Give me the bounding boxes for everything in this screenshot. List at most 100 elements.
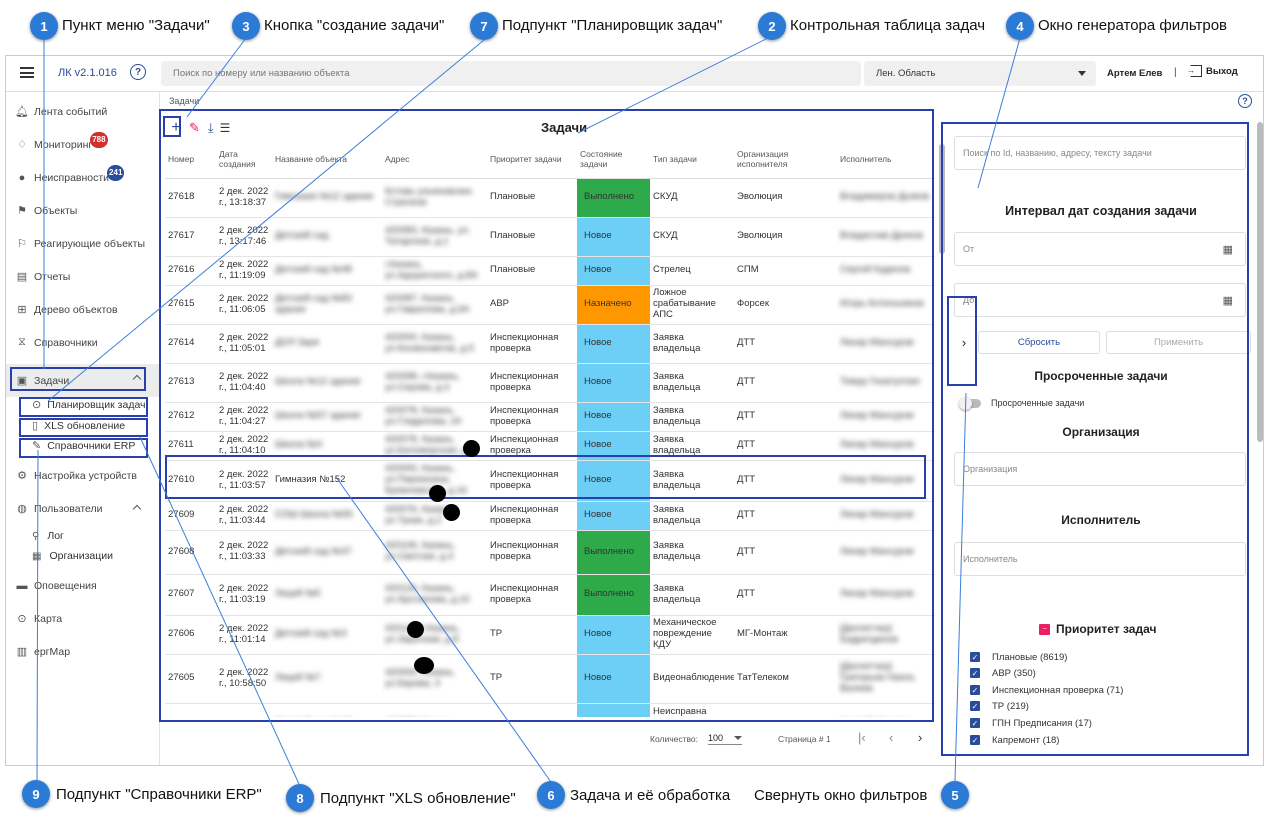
logout-label: Выход — [1206, 65, 1238, 77]
sidebar-item-ergmap[interactable]: ▥ергМар — [6, 635, 160, 668]
tree-icon: ⊞ — [17, 304, 27, 316]
column-header[interactable]: Тип задачи — [650, 142, 734, 179]
priority-checkbox-label: ТР (219) — [992, 701, 1029, 712]
help-circle-icon[interactable]: ? — [1238, 94, 1252, 108]
table-cell-num: 27604 — [165, 703, 216, 717]
edit-pencil-icon[interactable]: ✎ — [189, 120, 200, 135]
cell-text: Детский сад №83 здание — [275, 292, 352, 315]
priority-checkbox[interactable]: ✓ — [970, 701, 980, 711]
sidebar-item-directories[interactable]: ⧖Справочники — [6, 326, 160, 359]
cell-text: Линар Мансуров — [840, 509, 914, 521]
download-icon[interactable]: ⤓ — [207, 120, 214, 135]
priority-checkbox[interactable]: ✓ — [970, 735, 980, 745]
sidebar-subitem-erp[interactable]: ✎Справочники ERP — [32, 439, 135, 453]
priority-checkbox[interactable]: ✓ — [970, 685, 980, 695]
page-scrollbar[interactable] — [1257, 122, 1263, 442]
cell-text: Новое — [584, 410, 612, 422]
prev-page-icon[interactable]: ‹ — [889, 730, 894, 745]
sidebar-item-reports[interactable]: ▤Отчеты — [6, 260, 160, 293]
cell-text: 27610 — [168, 474, 195, 486]
sidebar-item-label: Реагирующие объекты — [34, 237, 145, 250]
priority-checkbox[interactable]: ✓ — [970, 652, 980, 662]
column-header[interactable]: Адрес — [382, 142, 487, 179]
reset-button[interactable]: Сбросить — [978, 331, 1100, 354]
sidebar-subitem-xls[interactable]: ▯XLS обновление — [32, 419, 125, 433]
sidebar-item-objects[interactable]: ⚑Объекты — [6, 194, 160, 227]
user-name[interactable]: Артем Елев — [1107, 68, 1163, 79]
priority-checkbox[interactable]: ✓ — [970, 668, 980, 678]
pager-count-select[interactable]: 100 — [708, 733, 742, 745]
apply-button[interactable]: Применить — [1106, 331, 1251, 354]
search-input[interactable]: Поиск по номеру или названию объекта — [161, 61, 861, 86]
collapse-filters-button[interactable]: › — [961, 334, 967, 350]
table-cell-obj: Лицей №5 — [272, 574, 382, 616]
table-cell-state: Новое — [577, 615, 650, 655]
logout-button[interactable]: → Выход — [1187, 65, 1238, 77]
table-row[interactable]: 276042 дек. 2022Детский сад №40420085, К… — [165, 703, 935, 717]
column-header[interactable]: Состояние задачи — [577, 142, 650, 179]
sidebar-item-responders[interactable]: ⚐Реагирующие объекты — [6, 227, 160, 260]
toolbar: + ✎ ⤓ ☰ — [167, 118, 230, 138]
column-header[interactable]: Организация исполнителя — [734, 142, 837, 179]
cell-text: Инспекционная проверка — [490, 370, 559, 393]
cell-text: ДТТ — [737, 545, 756, 557]
column-header[interactable]: Дата создания — [216, 142, 272, 179]
cell-text: СКУД — [653, 191, 678, 203]
priority-master-checkbox[interactable]: − — [1039, 623, 1050, 635]
date-to-input[interactable]: До▦ — [954, 283, 1246, 317]
table-cell-type: Стрелец — [650, 256, 734, 286]
sidebar-item-tasks[interactable]: ▣Задачи — [6, 364, 160, 397]
sidebar-item-users[interactable]: ◍Пользователи — [6, 492, 160, 525]
sidebar-item-device-settings[interactable]: ⚙Настройка устройств — [6, 459, 160, 492]
next-page-icon[interactable]: › — [918, 730, 923, 745]
sidebar-subitem-log[interactable]: ⚲Лог — [32, 530, 64, 542]
table-cell-addr: г.Казань, ул.Адоратского, д.8А — [382, 256, 487, 286]
sidebar-subitem-scheduler[interactable]: ⊙Планировщик задач — [32, 398, 146, 412]
chat-icon: ▬ — [16, 579, 28, 592]
table-cell-type: Заявка владельца — [650, 431, 734, 461]
priority-checkbox[interactable]: ✓ — [970, 718, 980, 728]
filter-search-input[interactable]: Поиск по Id, названию, адресу, тексту за… — [954, 136, 1246, 170]
add-task-button[interactable]: + — [171, 119, 181, 136]
first-page-icon[interactable]: |‹ — [858, 730, 866, 745]
hamburger-menu-icon[interactable] — [20, 67, 34, 78]
column-header[interactable]: Название объекта — [272, 142, 382, 179]
table-cell-obj: ДОЛ Заря — [272, 324, 382, 364]
column-header[interactable]: Номер — [165, 142, 216, 179]
column-header[interactable]: Исполнитель — [837, 142, 935, 179]
callout-label-3: Кнопка "создание задачи" — [264, 17, 445, 34]
column-header[interactable]: Приоритет задачи — [487, 142, 577, 179]
date-from-input[interactable]: От▦ — [954, 232, 1246, 266]
sidebar-item-map[interactable]: ⊙Карта — [6, 602, 160, 635]
cell-text: Механическое повреждение КДУ — [653, 617, 717, 650]
sidebar-item-feed[interactable]: 🔔︎Лента событий — [6, 95, 160, 128]
help-circle-icon[interactable]: ? — [130, 64, 146, 80]
table-cell-exec: Линар Мансуров — [837, 431, 935, 461]
region-select[interactable]: Лен. Область — [864, 61, 1096, 86]
list-check-icon[interactable]: ☰ — [219, 121, 231, 135]
cell-text: Новое — [584, 628, 612, 640]
sidebar-item-alerts[interactable]: ▬Оповещения — [6, 569, 160, 602]
organization-input[interactable]: Организация — [954, 452, 1246, 486]
overdue-toggle[interactable] — [959, 397, 981, 410]
executor-input[interactable]: Исполнитель — [954, 542, 1246, 576]
cell-text: Стрелец — [653, 264, 691, 276]
sidebar-item-tree[interactable]: ⊞Дерево объектов — [6, 293, 160, 326]
sidebar-subitem-orgs[interactable]: ▦Организации — [32, 550, 113, 562]
